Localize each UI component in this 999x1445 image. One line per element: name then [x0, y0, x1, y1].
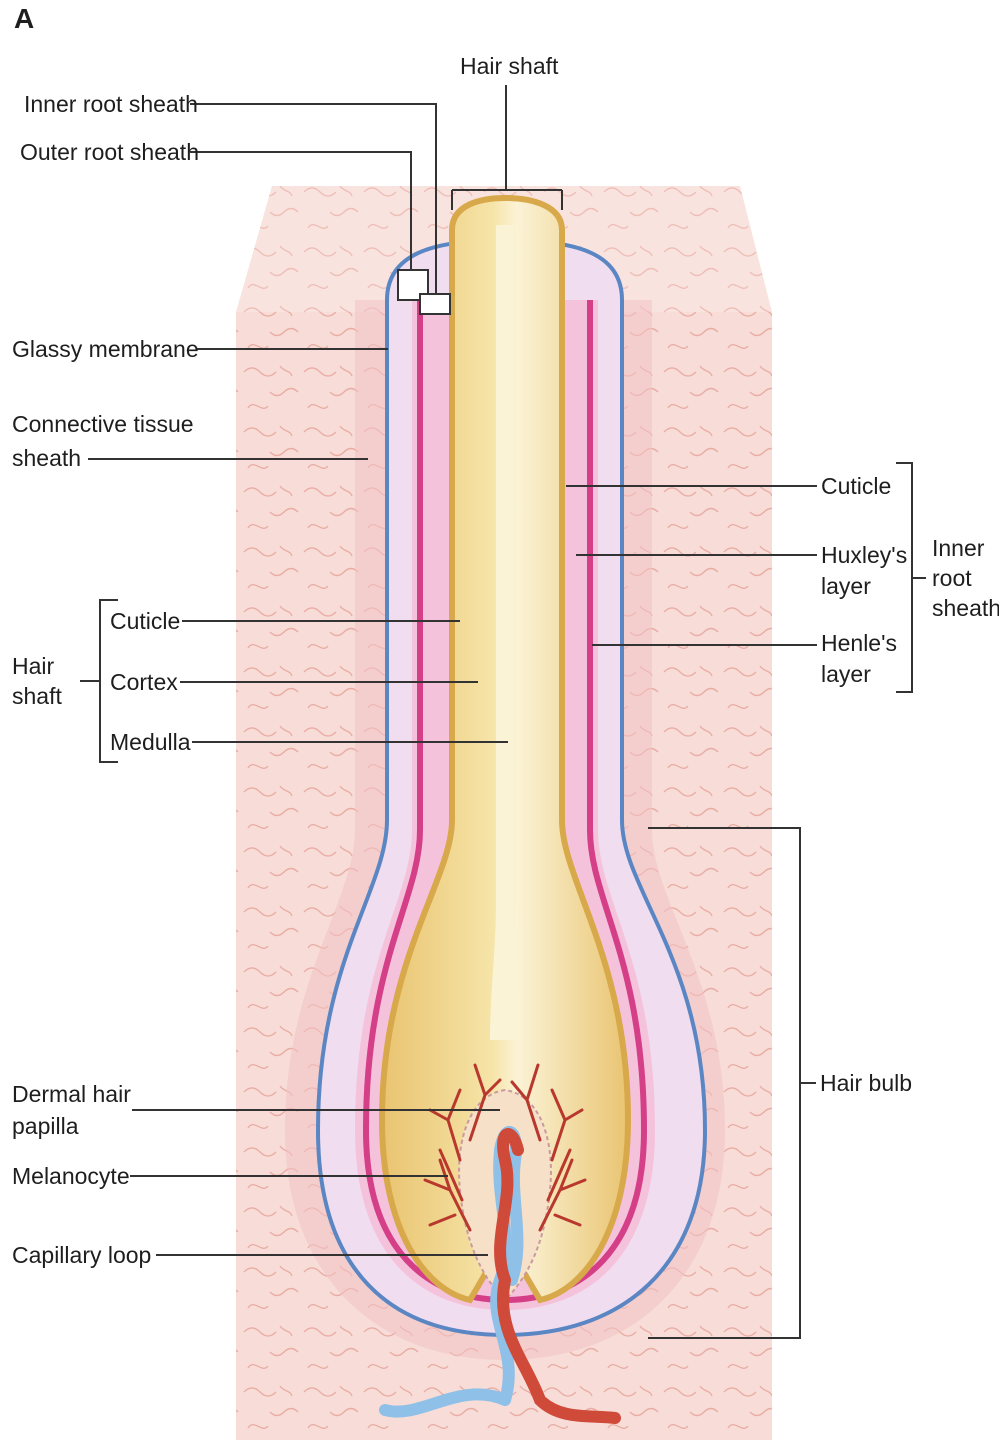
label-connective-tissue-line1: Connective tissue — [12, 411, 194, 437]
inner-root-sheath-step — [420, 294, 450, 314]
panel-letter: A — [14, 3, 34, 34]
label-melanocyte: Melanocyte — [12, 1163, 130, 1189]
label-hair-shaft-top: Hair shaft — [460, 53, 559, 79]
label-hair-bulb: Hair bulb — [820, 1070, 912, 1096]
label-cuticle-right: Cuticle — [821, 473, 891, 499]
label-henle-line2: layer — [821, 661, 871, 687]
label-huxley-line1: Huxley's — [821, 542, 907, 568]
label-dermal-papilla-line1: Dermal hair — [12, 1081, 131, 1107]
label-medulla: Medulla — [110, 729, 191, 755]
label-glassy-membrane: Glassy membrane — [12, 336, 199, 362]
label-dermal-papilla-line2: papilla — [12, 1113, 79, 1139]
label-irs-right-line2: root — [932, 565, 972, 591]
label-outer-root-sheath: Outer root sheath — [20, 139, 199, 165]
label-cortex: Cortex — [110, 669, 178, 695]
label-irs-right-line1: Inner — [932, 535, 985, 561]
label-capillary-loop: Capillary loop — [12, 1242, 151, 1268]
label-inner-root-sheath: Inner root sheath — [24, 91, 198, 117]
label-hair-left-line2: shaft — [12, 683, 62, 709]
label-cuticle-left: Cuticle — [110, 608, 180, 634]
label-henle-line1: Henle's — [821, 630, 897, 656]
label-huxley-line2: layer — [821, 573, 871, 599]
bracket-inner-root-sheath-right — [896, 463, 926, 692]
label-connective-tissue-line2: sheath — [12, 445, 81, 471]
label-irs-right-line3: sheath — [932, 595, 999, 621]
label-hair-left-line1: Hair — [12, 653, 55, 679]
